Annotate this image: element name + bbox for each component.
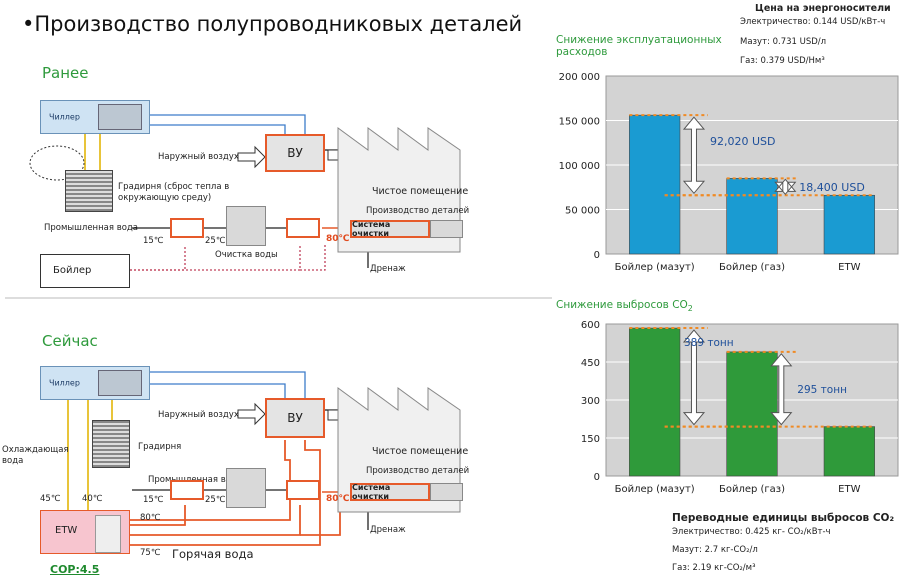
heat-exchanger-2-before-icon — [286, 218, 320, 238]
chart1-title: Снижение эксплуатационных расходов — [556, 34, 722, 58]
x-tick-label: Бойлер (мазут) — [615, 484, 695, 495]
saving-label-1: 92,020 USD — [710, 135, 776, 148]
cleaning-system-before: Система очистки — [350, 220, 430, 238]
y-tick-label: 300 — [581, 396, 600, 407]
y-tick-label: 0 — [594, 250, 600, 261]
co2-unit-fuel-oil: Мазут: 2.7 кг-CO₂/л — [672, 545, 758, 555]
y-tick-label: 0 — [594, 472, 600, 483]
co2-unit-electricity: Электричество: 0.425 кг- CO₂/кВт-ч — [672, 527, 831, 537]
heat-exchanger-1-before-icon — [170, 218, 204, 238]
saving-arrow-2 — [770, 353, 793, 426]
y-tick-label: 150 000 — [559, 117, 600, 128]
drain-before-label: Дренаж — [370, 264, 406, 274]
temp-40-now: 40℃ — [82, 494, 103, 504]
x-tick-label: Бойлер (газ) — [719, 262, 785, 273]
temp-75-now: 75℃ — [140, 548, 161, 558]
cop-label: COP:4.5 — [50, 563, 100, 576]
cooling-tower-before-icon — [65, 170, 113, 212]
outside-air-before-label: Наружный воздух — [158, 152, 239, 162]
y-tick-label: 100 000 — [559, 161, 600, 172]
chiller-unit-icon — [98, 104, 142, 130]
cooling-tower-now-icon — [92, 420, 130, 468]
temp-25-now: 25℃ — [205, 495, 226, 505]
temp-45-now: 45℃ — [40, 494, 61, 504]
heat-exchanger-1-now-icon — [170, 480, 204, 500]
industrial-water-before-label: Промышленная вода — [44, 223, 138, 233]
x-tick-label: ETW — [838, 484, 860, 495]
saving-label-1: 389 тонн — [684, 337, 734, 349]
y-tick-label: 50 000 — [565, 206, 600, 217]
section-before-heading: Ранее — [42, 64, 89, 82]
temp-15-before: 15℃ — [143, 236, 164, 246]
temp-80-now-b: 80℃ — [326, 494, 350, 504]
saving-arrow-1 — [682, 116, 706, 195]
outside-air-now-label: Наружный воздух — [158, 410, 239, 420]
etw-unit: ETW — [40, 510, 130, 554]
y-tick-label: 200 000 — [559, 72, 600, 83]
bar — [823, 194, 875, 255]
heat-exchanger-2-now-icon — [286, 480, 320, 500]
bar — [726, 351, 778, 477]
y-tick-label: 150 — [581, 434, 600, 445]
cleaning-extra-before — [430, 220, 463, 238]
cleanroom-before-label: Чистое помещение — [372, 186, 469, 197]
energy-price-gas: Газ: 0.379 USD/Нм³ — [740, 56, 825, 66]
cooling-tower-now-label: Градирня — [138, 442, 182, 452]
bar — [823, 426, 875, 477]
y-tick-label: 450 — [581, 358, 600, 369]
y-tick-label: 600 — [581, 320, 600, 331]
cleaning-system-now: Система очистки — [350, 483, 430, 501]
parts-production-now-label: Производство деталей — [366, 466, 470, 476]
page-title: •Производство полупроводниковых деталей — [22, 12, 523, 36]
hot-water-label: Горячая вода — [172, 547, 254, 561]
cooling-water-label: Охлаждающая вода — [2, 445, 69, 466]
x-tick-label: Бойлер (газ) — [719, 484, 785, 495]
vu-before: ВУ — [265, 134, 325, 172]
x-tick-label: ETW — [838, 262, 860, 273]
water-treatment-before-unit — [226, 206, 266, 246]
energy-price-electricity: Электричество: 0.144 USD/кВт-ч — [740, 17, 886, 27]
drain-now-label: Дренаж — [370, 525, 406, 535]
temp-80-now-a: 80℃ — [140, 513, 161, 523]
x-tick-label: Бойлер (мазут) — [615, 262, 695, 273]
boiler-before: Бойлер — [40, 254, 130, 288]
water-treatment-before-label: Очистка воды — [215, 250, 278, 260]
cleaning-extra-now — [430, 483, 463, 501]
parts-production-before-label: Производство деталей — [366, 206, 470, 216]
bar — [726, 178, 778, 255]
chiller-now-unit-icon — [98, 370, 142, 396]
saving-label-2: 18,400 USD — [799, 181, 865, 194]
water-treatment-now-unit — [226, 468, 266, 508]
co2-unit-gas: Газ: 2.19 кг-CO₂/м³ — [672, 563, 756, 573]
pipes-diagram — [5, 114, 552, 546]
section-now-heading: Сейчас — [42, 332, 98, 350]
saving-label-2: 295 тонн — [797, 384, 847, 396]
saving-arrow-2 — [774, 178, 797, 196]
temp-25-before: 25℃ — [205, 236, 226, 246]
vu-now: ВУ — [265, 398, 325, 438]
cleanroom-now-label: Чистое помещение — [372, 446, 469, 457]
saving-arrow-1 — [682, 329, 706, 426]
temp-80-before: 80℃ — [326, 234, 350, 244]
co2-units-title: Переводные единицы выбросов CO₂ — [672, 512, 895, 524]
chart2-title: Снижение выбросов CO2 — [556, 299, 693, 314]
temp-15-now: 15℃ — [143, 495, 164, 505]
energy-prices-title: Цена на энергоносители — [755, 3, 891, 14]
energy-price-fuel-oil: Мазут: 0.731 USD/л — [740, 37, 827, 47]
cooling-tower-before-label: Градирня (сброс тепла в окружающую среду… — [118, 182, 230, 203]
bar — [629, 114, 681, 255]
bar — [629, 327, 681, 477]
